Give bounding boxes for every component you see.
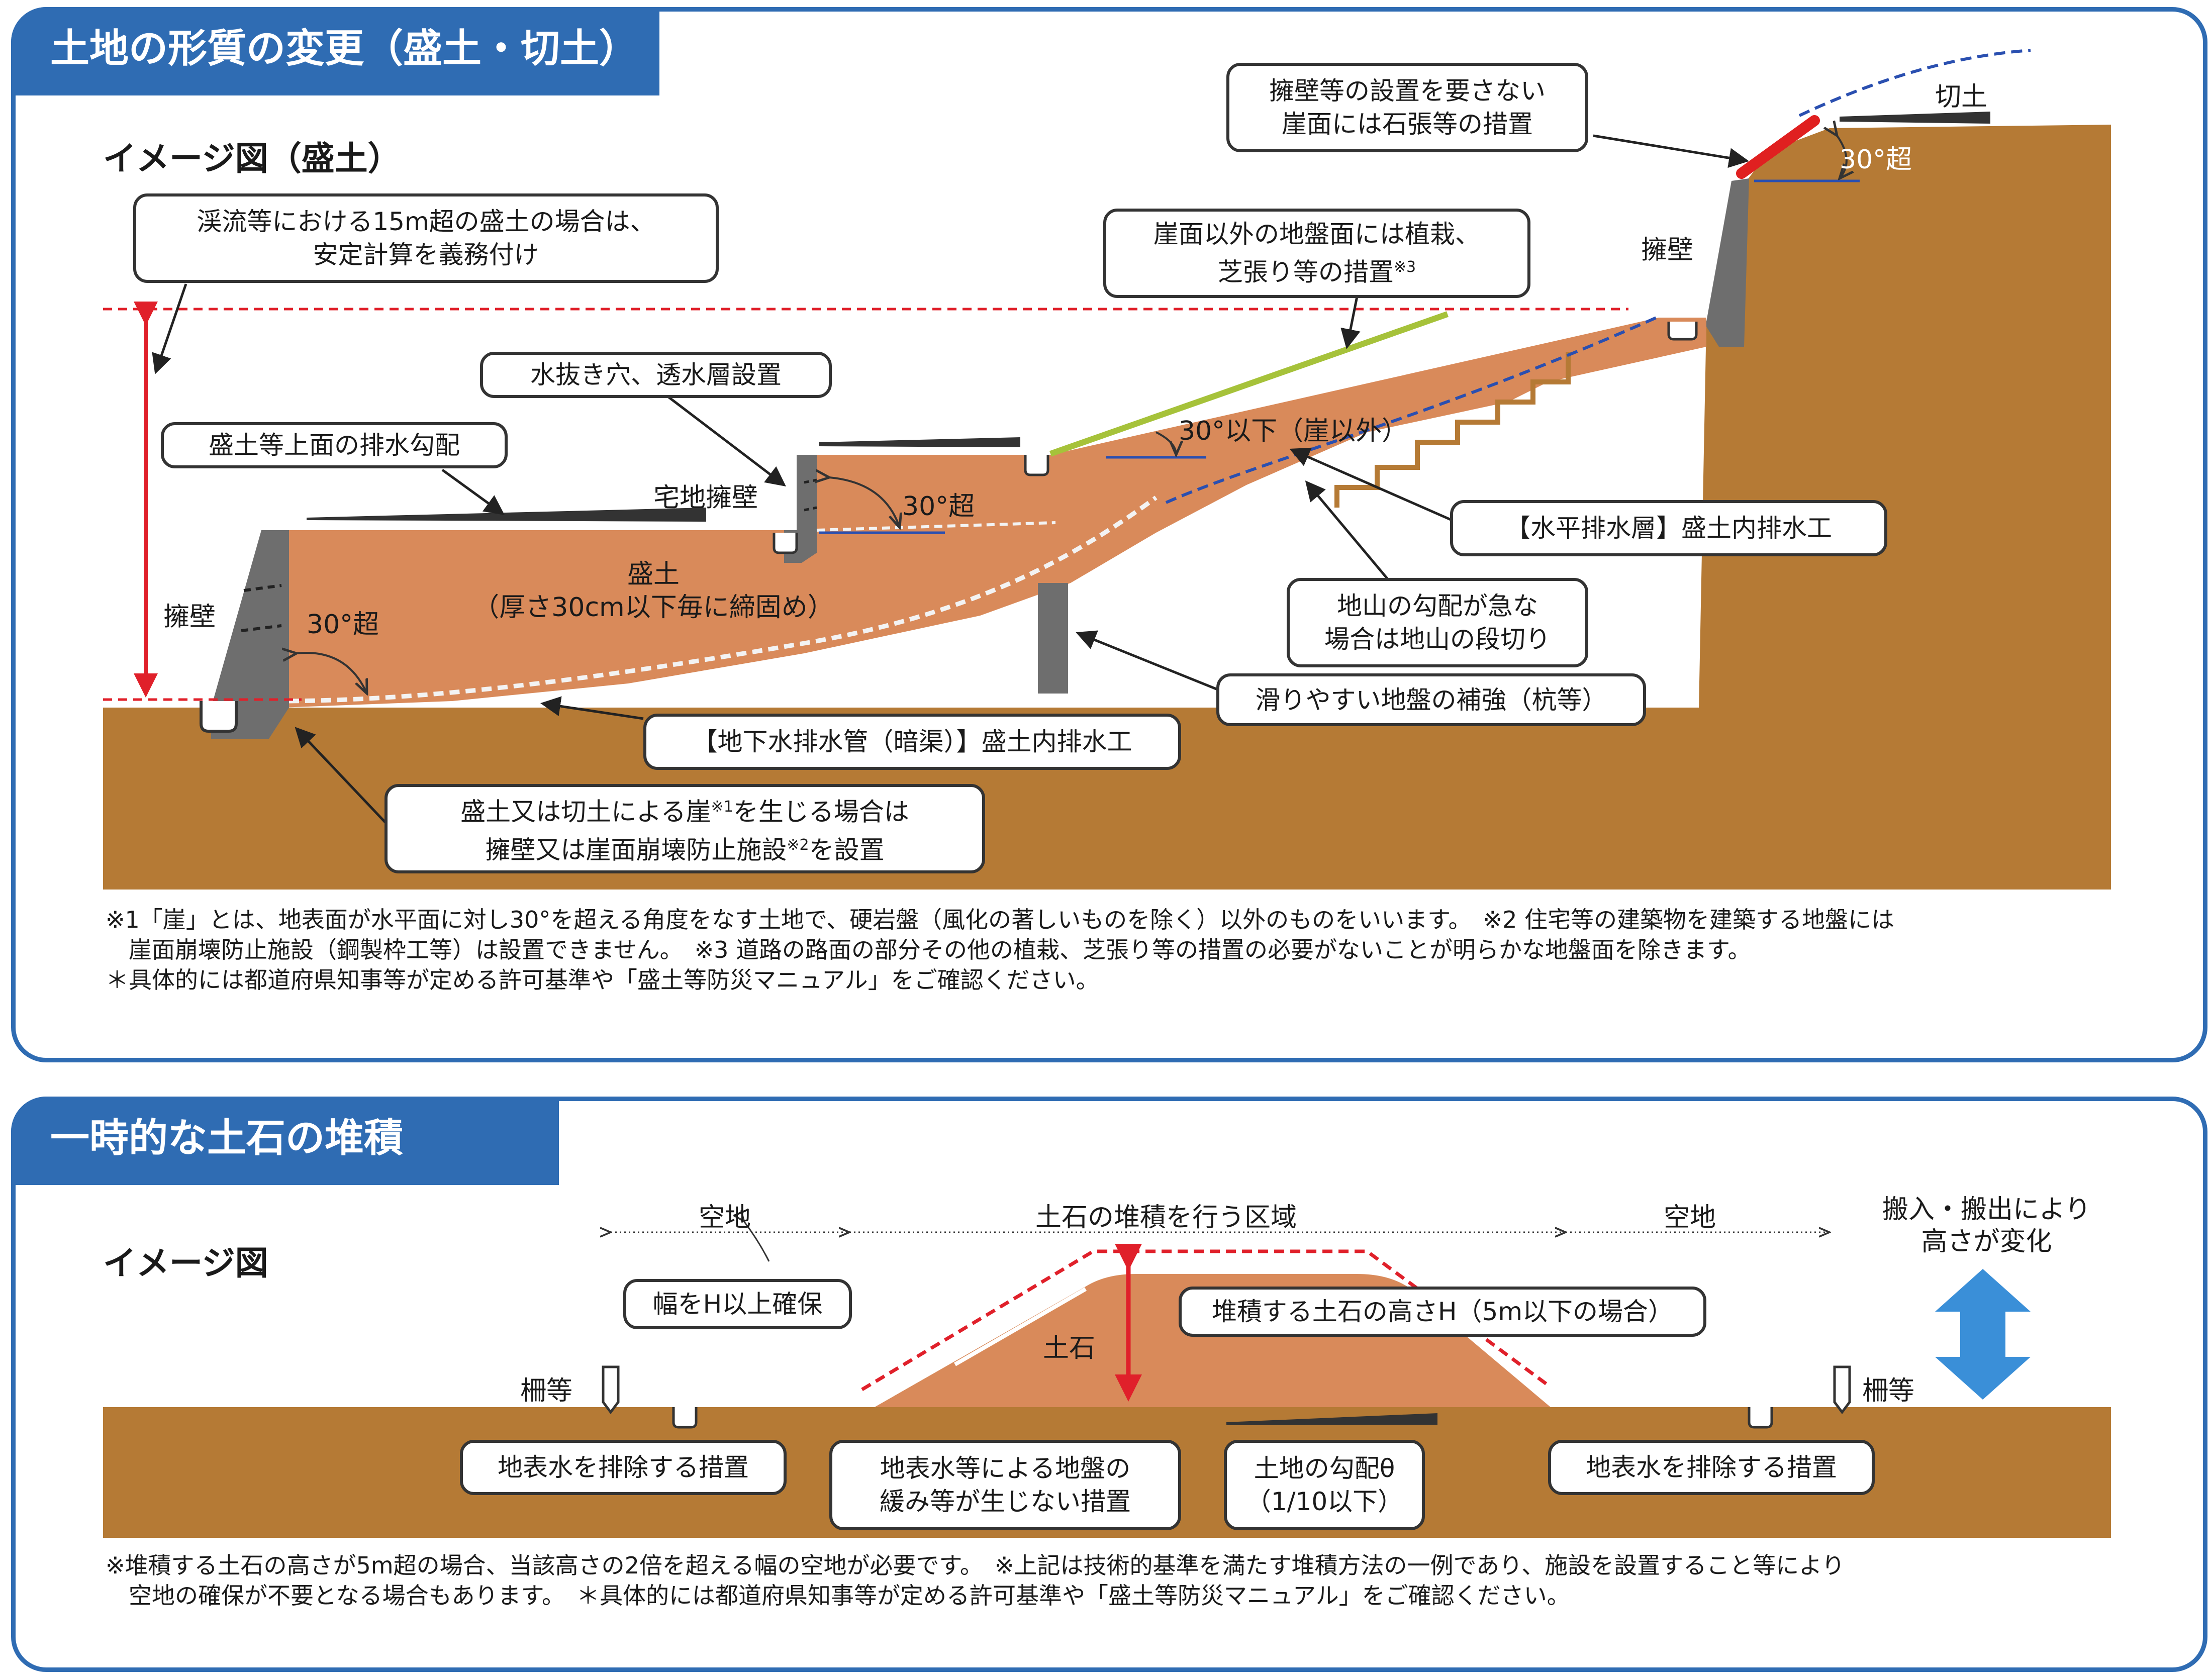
text: 芝張り等の措置 [1217,257,1394,287]
text: 盛土又は切土による崖 [460,798,711,827]
panel2-title: 一時的な土石の堆積 [11,1097,559,1185]
label-deposit-height: 堆積する土石の高さH（5m以下の場合） [1179,1287,1706,1337]
panel2-notes: ※堆積する土石の高さが5m超の場合、当該高さの2倍を超える幅の空地が必要です。 … [106,1550,1845,1611]
footnote-mark: ※3 [1393,258,1416,276]
original-ground-line [1165,49,2031,504]
text: 渓流等における15m超の盛土の場合は、 [197,207,655,236]
text: を生じる場合は [733,798,909,827]
text: 水抜き穴、透水層設置 [530,360,782,389]
text: 芝張り等の措置※3 [1106,251,1527,289]
text: 擁壁等の設置を要さない [1269,76,1546,106]
label-bench-cut: 地山の勾配が急な 場合は地山の段切り [1287,578,1588,667]
label-fill: 盛土 （厚さ30cm以下毎に締固め） [462,558,844,624]
text: 安定計算を義務付け [313,240,539,269]
text: 高さが変化 [1921,1227,2052,1257]
note-line: 空地の確保が不要となる場合もあります。 ＊具体的には都道府県知事等が定める許可基… [106,1582,1570,1609]
panel1-subtitle: イメージ図（盛土） [103,139,401,178]
footnote-mark: ※2 [787,836,809,854]
label-open-space-right: 空地 [1664,1203,1716,1233]
footnote-mark: ※1 [711,798,733,816]
label-ground-loosening: 地表水等による地盤の 緩み等が生じない措置 [829,1440,1181,1530]
label-vegetation: 崖面以外の地盤面には植栽、 芝張り等の措置※3 [1103,209,1530,298]
panel1-title: 土地の形質の変更（盛土・切土） [11,7,659,95]
label-drain-holes: 水抜き穴、透水層設置 [480,352,832,398]
text: 地表水を排除する措置 [1586,1453,1837,1482]
note-line: ※1「崖」とは、地表面が水平面に対し30°を超える角度をなす土地で、硬岩盤（風化… [106,906,1894,933]
text: 幅をH以上確保 [652,1290,823,1319]
text: 盛土等上面の排水勾配 [209,431,460,460]
label-surface-water-right: 地表水を排除する措置 [1548,1440,1875,1495]
label-horizontal-drain: 【水平排水層】盛土内排水工 [1450,500,1887,556]
label-angle-over30-top: 30°超 [1840,145,1912,175]
note-line: ＊具体的には都道府県知事等が定める許可基準や「盛土等防災マニュアル」をご確認くだ… [106,966,1099,994]
text: 崖面以外の地盤面には植栽、 [1153,220,1480,249]
text: 崖面には石張等の措置 [1282,110,1533,139]
text: 緩み等が生じない措置 [880,1487,1131,1516]
text: 地表水を排除する措置 [498,1453,749,1482]
text: を設置 [809,835,885,865]
text: （厚さ30cm以下毎に締固め） [473,593,834,623]
label-fence-right: 柵等 [1862,1376,1915,1406]
text: 場合は地山の段切り [1324,625,1551,654]
text: 【地下水排水管（暗渠）】盛土内排水工 [692,727,1132,756]
panel1-notes: ※1「崖」とは、地表面が水平面に対し30°を超える角度をなす土地で、硬岩盤（風化… [106,905,1894,995]
label-open-space-left: 空地 [699,1203,751,1233]
label-cliff-protection: 盛土又は切土による崖※1を生じる場合は 擁壁又は崖面崩壊防止施設※2を設置 [384,784,985,873]
text: 盛土 [627,559,680,589]
label-land-gradient: 土地の勾配θ （1/10以下） [1224,1440,1425,1530]
label-drainage-gradient: 盛土等上面の排水勾配 [161,422,508,468]
label-residential-wall: 宅地擁壁 [653,483,758,513]
text: 地表水等による地盤の [880,1454,1131,1483]
text: 滑りやすい地盤の補強（杭等） [1255,685,1607,715]
right-retaining-wall [1706,178,1749,347]
text: 盛土又は切土による崖※1を生じる場合は [388,791,982,829]
left-retaining-wall [211,530,289,739]
bench-cut-steps [1334,352,1571,508]
label-deposit-area: 土石の堆積を行う区域 [1035,1203,1297,1233]
label-valley-stability: 渓流等における15m超の盛土の場合は、 安定計算を義務付け [133,193,719,283]
pile [1038,583,1068,694]
label-pile-reinforcement: 滑りやすい地盤の補強（杭等） [1216,673,1646,726]
fill-body [281,318,1706,708]
label-soil: 土石 [1043,1333,1096,1363]
label-width-h: 幅をH以上確保 [623,1279,852,1329]
text: 堆積する土石の高さH（5m以下の場合） [1211,1297,1674,1326]
label-angle-over30-left: 30°超 [307,610,379,640]
text: 地山の勾配が急な [1337,591,1538,621]
label-cut: 切土 [1935,82,1988,112]
text: 土地の勾配θ [1254,1454,1395,1483]
text: 擁壁又は崖面崩壊防止施設※2を設置 [388,829,982,867]
label-underground-drain: 【地下水排水管（暗渠）】盛土内排水工 [643,714,1181,770]
vegetation-surface [1049,311,1449,457]
label-surface-water-left: 地表水を排除する措置 [460,1440,787,1495]
label-stone-facing: 擁壁等の設置を要さない 崖面には石張等の措置 [1226,63,1588,152]
text: （1/10以下） [1245,1487,1403,1516]
note-line: 崖面崩壊防止施設（鋼製枠工等）は設置できません。 ※3 道路の路面の部分その他の… [106,936,1751,963]
text: 【水平排水層】盛土内排水工 [1505,514,1832,543]
label-angle-over30-mid: 30°超 [902,491,975,522]
height-change-arrow [1935,1269,2031,1400]
stone-facing [1736,115,1820,179]
underground-drain-pipe [288,496,1158,704]
note-line: ※堆積する土石の高さが5m超の場合、当該高さの2倍を超える幅の空地が必要です。 … [106,1552,1845,1579]
label-retaining-wall-right: 擁壁 [1641,235,1694,265]
text: 擁壁又は崖面崩壊防止施設 [485,835,787,865]
label-retaining-wall-left: 擁壁 [163,602,216,632]
label-angle-30-or-less: 30°以下（崖以外） [1179,416,1408,446]
text: 搬入・搬出により [1882,1195,2091,1225]
panel2-subtitle: イメージ図 [103,1244,268,1283]
label-fence-left: 柵等 [520,1376,573,1406]
label-height-change: 搬入・搬出により 高さが変化 [1882,1194,2091,1258]
